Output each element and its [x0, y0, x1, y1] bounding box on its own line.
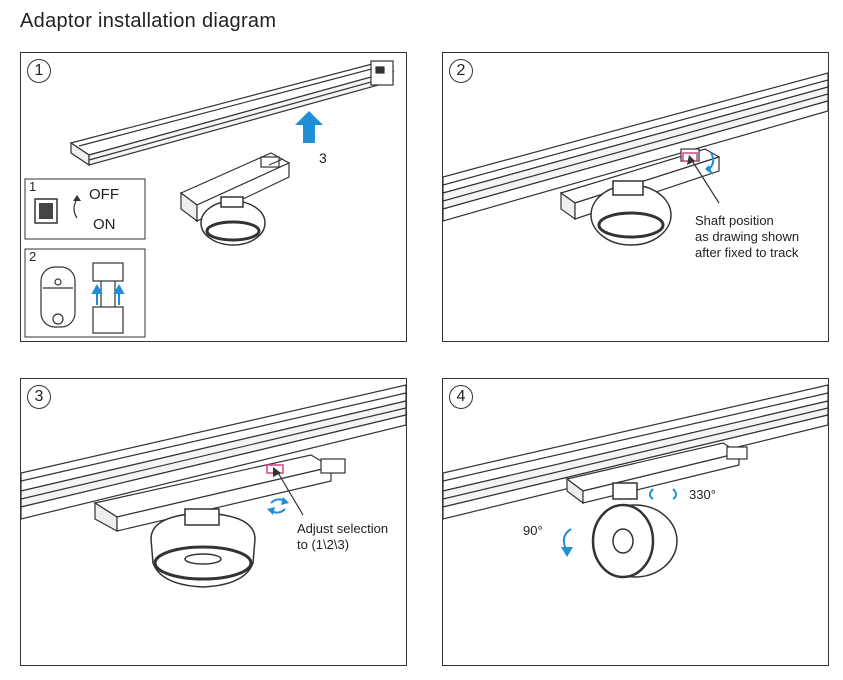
step-1-number: 1	[27, 59, 51, 83]
diagram-title: Adaptor installation diagram	[20, 10, 277, 32]
lift-arrow	[295, 111, 323, 143]
step-3-number: 3	[27, 385, 51, 409]
insert-step-number: 2	[29, 249, 37, 264]
adjust-note-line1: Adjust selection	[297, 521, 389, 536]
shaft-note-line2: as drawing shown	[695, 229, 800, 244]
step-4-illustration	[443, 384, 828, 579]
step-2-number: 2	[449, 59, 473, 83]
adjust-note-line2: to (1\2\3)	[297, 537, 350, 552]
lift-arrow-label: 3	[319, 150, 327, 166]
rotation-horizontal-label: 330°	[689, 487, 716, 502]
step-2-illustration	[443, 72, 828, 246]
rotation-vertical-label: 90°	[523, 523, 543, 538]
step-2-panel: 2 Shaft position as drawing shown after …	[442, 52, 829, 342]
shaft-note-line1: Shaft position	[695, 213, 774, 228]
step-4-number: 4	[449, 385, 473, 409]
step-3-illustration	[21, 384, 406, 588]
switch-on-label: ON	[93, 216, 116, 233]
switch-step-number: 1	[29, 179, 37, 194]
step-1-panel: 1 3 1 OFF ON 2	[20, 52, 407, 342]
step-4-panel: 4 330° 90°	[442, 378, 829, 666]
switch-off-label: OFF	[89, 186, 119, 203]
step-3-panel: 3 Adjust selection to (1\2\3)	[20, 378, 407, 666]
step-1-illustration	[24, 60, 395, 338]
shaft-note-line3: after fixed to track	[695, 245, 799, 260]
